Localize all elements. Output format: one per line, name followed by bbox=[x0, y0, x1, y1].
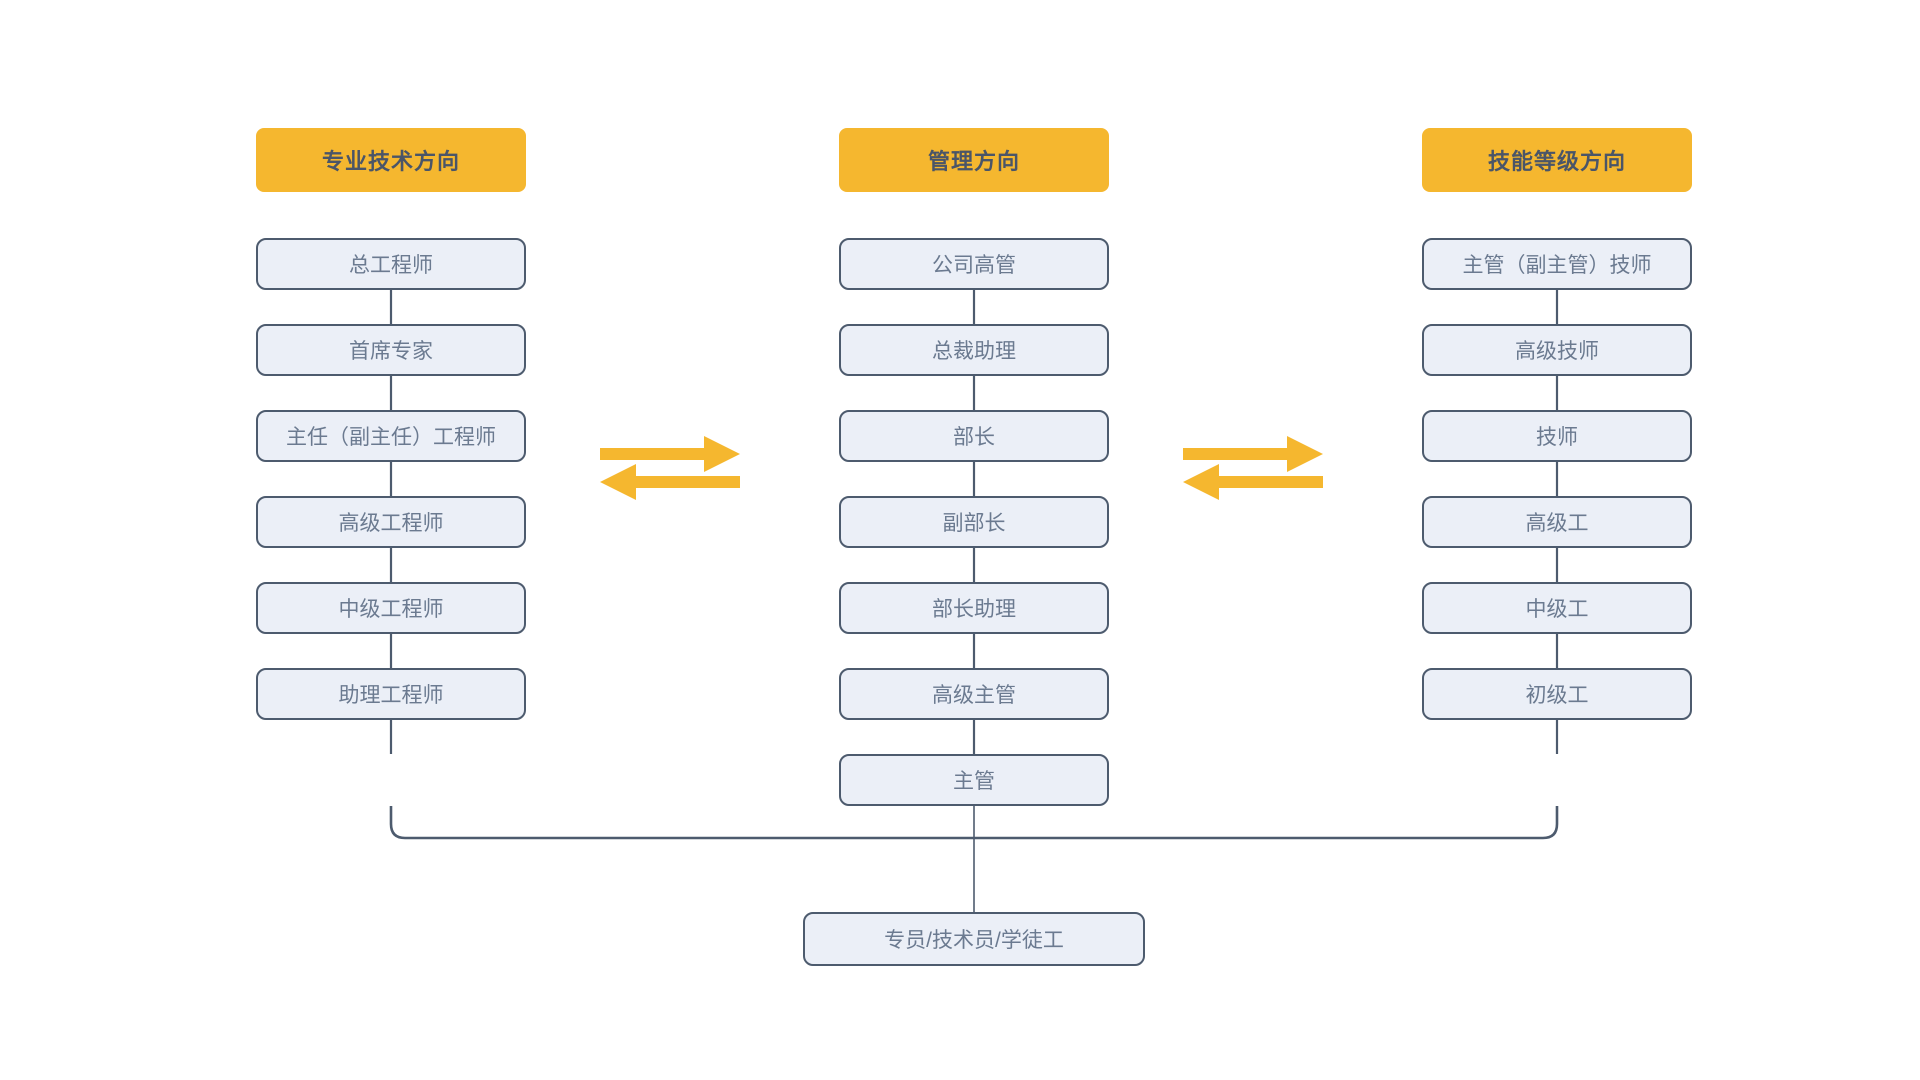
arrow-left-icon bbox=[600, 464, 740, 500]
node-col2-2[interactable]: 部长 bbox=[839, 410, 1109, 462]
node-col2-6[interactable]: 主管 bbox=[839, 754, 1109, 806]
node-col3-0[interactable]: 主管（副主管）技师 bbox=[1422, 238, 1692, 290]
node-col2-4[interactable]: 部长助理 bbox=[839, 582, 1109, 634]
node-col3-5[interactable]: 初级工 bbox=[1422, 668, 1692, 720]
node-col1-4[interactable]: 中级工程师 bbox=[256, 582, 526, 634]
arrow-right-icon bbox=[600, 436, 740, 472]
column-header-skill-level: 技能等级方向 bbox=[1422, 128, 1692, 192]
node-base-entry-level[interactable]: 专员/技术员/学徒工 bbox=[803, 912, 1145, 966]
connector-col1-to-bus bbox=[389, 806, 974, 840]
node-col1-2[interactable]: 主任（副主任）工程师 bbox=[256, 410, 526, 462]
node-col3-3[interactable]: 高级工 bbox=[1422, 496, 1692, 548]
column-header-professional-technical: 专业技术方向 bbox=[256, 128, 526, 192]
node-col1-3[interactable]: 高级工程师 bbox=[256, 496, 526, 548]
transfer-arrows-right bbox=[1183, 432, 1323, 504]
node-col1-5[interactable]: 助理工程师 bbox=[256, 668, 526, 720]
node-col1-0[interactable]: 总工程师 bbox=[256, 238, 526, 290]
node-col3-4[interactable]: 中级工 bbox=[1422, 582, 1692, 634]
column-header-management: 管理方向 bbox=[839, 128, 1109, 192]
node-col2-1[interactable]: 总裁助理 bbox=[839, 324, 1109, 376]
node-col2-5[interactable]: 高级主管 bbox=[839, 668, 1109, 720]
node-col3-1[interactable]: 高级技师 bbox=[1422, 324, 1692, 376]
arrow-left-icon bbox=[1183, 464, 1323, 500]
node-col2-0[interactable]: 公司高管 bbox=[839, 238, 1109, 290]
connector-col3-to-bus bbox=[974, 806, 1559, 840]
node-col2-3[interactable]: 副部长 bbox=[839, 496, 1109, 548]
node-col1-1[interactable]: 首席专家 bbox=[256, 324, 526, 376]
node-col3-2[interactable]: 技师 bbox=[1422, 410, 1692, 462]
transfer-arrows-left bbox=[600, 432, 740, 504]
arrow-right-icon bbox=[1183, 436, 1323, 472]
